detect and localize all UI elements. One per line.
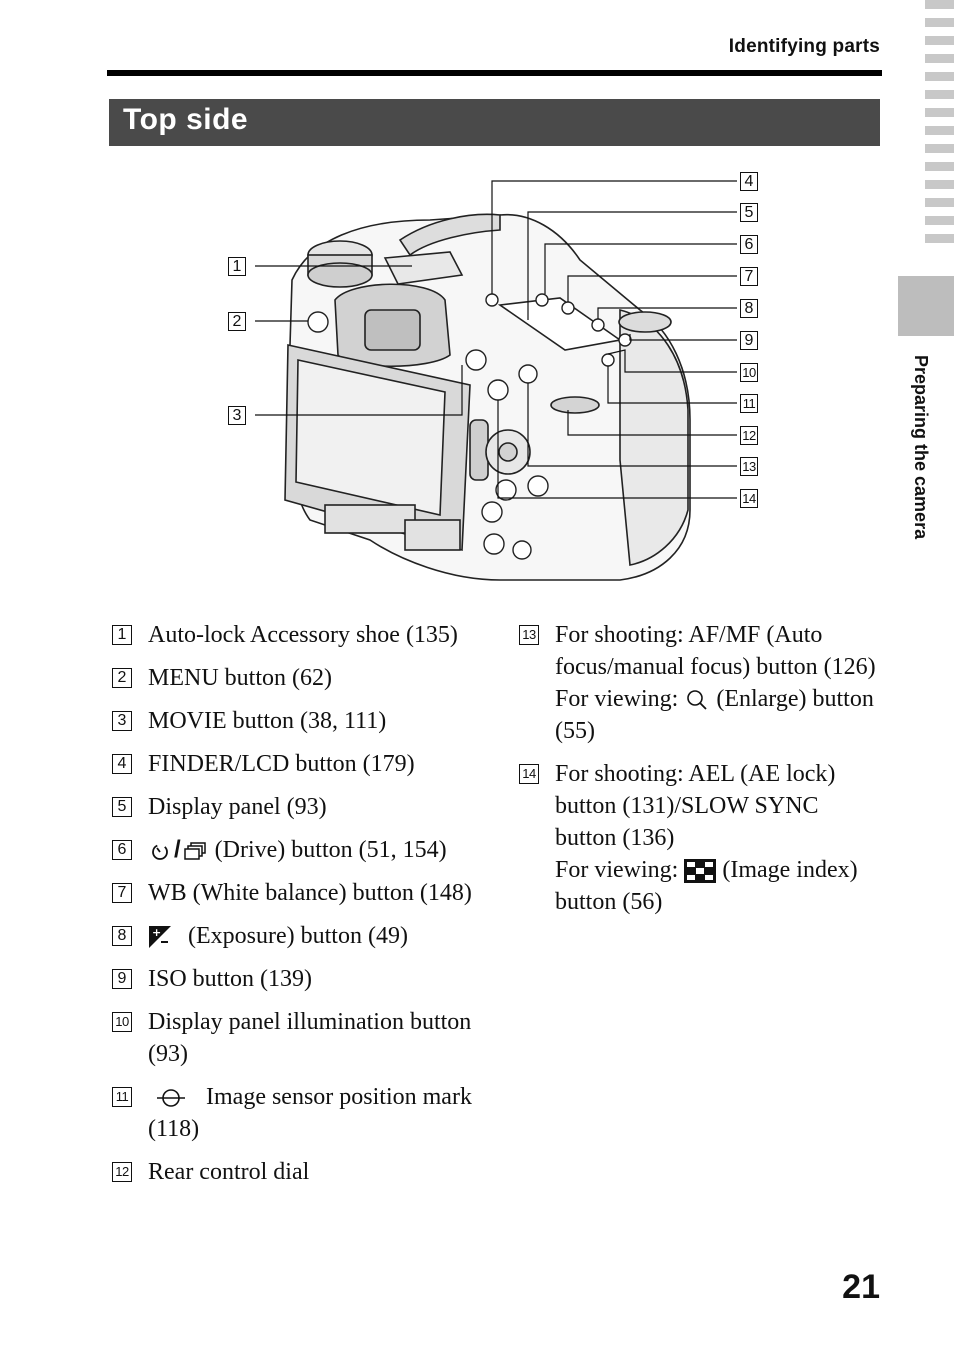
item-text-viewing: For viewing: (Image index) button (56): [555, 857, 858, 915]
item-text: Display panel (93): [148, 794, 327, 820]
callout-8: 8: [740, 299, 758, 318]
list-item: 1 Auto-lock Accessory shoe (135): [112, 619, 482, 651]
image-sensor-mark-icon: [157, 1089, 185, 1108]
item-number: 5: [112, 797, 132, 817]
svg-text:+: +: [152, 926, 161, 939]
callout-13: 13: [740, 457, 758, 476]
item-text: Display panel illumination button (93): [148, 1009, 472, 1067]
chapter-tab-marker: [898, 276, 954, 336]
list-item: 3 MOVIE button (38, 111): [112, 705, 482, 737]
item-text: MENU button (62): [148, 665, 332, 691]
callout-2: 2: [228, 312, 246, 331]
list-item: 12 Rear control dial: [112, 1156, 482, 1188]
chapter-tab: Preparing the camera: [907, 355, 933, 575]
magnifier-icon: [687, 690, 707, 711]
item-number: 13: [519, 625, 539, 645]
item-number: 11: [112, 1087, 132, 1107]
item-text: Auto-lock Accessory shoe (135): [148, 622, 458, 648]
item-text: ISO button (139): [148, 966, 312, 992]
side-dash-strip: [925, 0, 954, 252]
list-item: 13 For shooting: AF/MF (Auto focus/manua…: [519, 619, 881, 747]
item-number: 6: [112, 840, 132, 860]
image-index-icon: [684, 859, 717, 884]
item-number: 8: [112, 926, 132, 946]
item-number: 10: [112, 1012, 132, 1032]
item-text: WB (White balance) button (148): [148, 880, 472, 906]
callout-4: 4: [740, 172, 758, 191]
camera-top-illustration: 1 2 3 4 5 6 7 8 9 10 11 12 13 14: [200, 160, 800, 600]
item-text: (Exposure) button (49): [188, 923, 408, 949]
list-item: 9 ISO button (139): [112, 963, 482, 995]
item-text: Image sensor position mark (118): [148, 1084, 472, 1142]
callout-6: 6: [740, 235, 758, 254]
callout-10: 10: [740, 363, 758, 382]
callout-7: 7: [740, 267, 758, 286]
list-item: 14 For shooting: AEL (AE lock) button (1…: [519, 758, 881, 918]
callout-5: 5: [740, 203, 758, 222]
item-number: 2: [112, 668, 132, 688]
callout-14: 14: [740, 489, 758, 508]
callout-11: 11: [740, 394, 758, 413]
item-text: Rear control dial: [148, 1159, 310, 1185]
list-item: 5 Display panel (93): [112, 791, 482, 823]
item-number: 3: [112, 711, 132, 731]
item-text: (Drive) button (51, 154): [214, 837, 447, 863]
item-text: MOVIE button (38, 111): [148, 708, 387, 734]
list-item: 11 Image sensor position mark (118): [112, 1081, 482, 1145]
item-number: 14: [519, 764, 539, 784]
camera-drawing: [255, 180, 737, 581]
callout-1: 1: [228, 257, 246, 276]
list-item: 4 FINDER/LCD button (179): [112, 748, 482, 780]
item-text: FINDER/LCD button (179): [148, 751, 415, 777]
list-item: 8 + (Exposure) button (49): [112, 920, 482, 952]
callout-12: 12: [740, 426, 758, 445]
section-heading-bar: Top side: [109, 99, 880, 146]
item-number: 4: [112, 754, 132, 774]
header-rule: [107, 70, 882, 76]
item-text-shooting: For shooting: AEL (AE lock) button (131)…: [555, 761, 836, 851]
page-number: 21: [842, 1268, 880, 1306]
parts-list-left: 1 Auto-lock Accessory shoe (135) 2 MENU …: [112, 619, 482, 1199]
item-number: 9: [112, 969, 132, 989]
chapter-tab-label: Preparing the camera: [911, 355, 931, 540]
self-timer-icon: [152, 844, 168, 861]
item-number: 1: [112, 625, 132, 645]
callout-9: 9: [740, 331, 758, 350]
list-item: 6 / (Drive) button (51, 154): [112, 834, 482, 866]
section-title: Top side: [123, 103, 249, 136]
list-item: 10 Display panel illumination button (93…: [112, 1006, 482, 1070]
item-text-shooting: For shooting: AF/MF (Auto focus/manual f…: [555, 622, 876, 680]
list-item: 7 WB (White balance) button (148): [112, 877, 482, 909]
callout-3: 3: [228, 406, 246, 425]
running-header: Identifying parts: [728, 36, 880, 57]
item-text-viewing: For viewing: (Enlarge) button (55): [555, 686, 874, 744]
list-item: 2 MENU button (62): [112, 662, 482, 694]
exposure-compensation-icon: +: [149, 926, 171, 949]
parts-list-right: 13 For shooting: AF/MF (Auto focus/manua…: [519, 619, 881, 929]
item-number: 7: [112, 883, 132, 903]
continuous-shooting-icon: [183, 842, 206, 861]
item-number: 12: [112, 1162, 132, 1182]
